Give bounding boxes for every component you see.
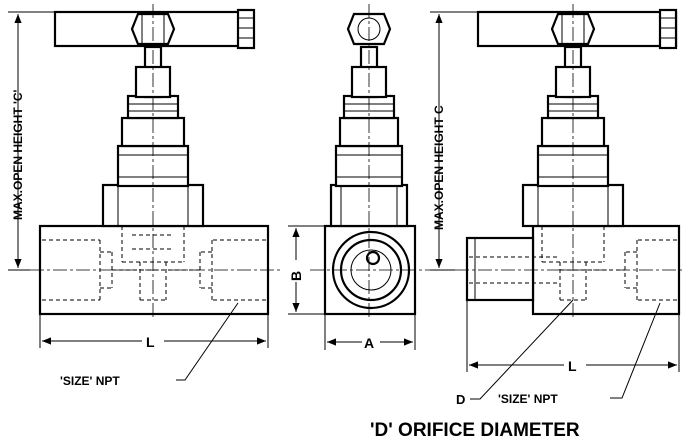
orifice-callout: D bbox=[456, 299, 574, 407]
side-view bbox=[310, 4, 430, 320]
front-view-female bbox=[30, 4, 280, 320]
dimension-length-right: L bbox=[466, 300, 680, 374]
size-npt-label-right: 'SIZE' NPT bbox=[498, 392, 558, 406]
dimension-length-left: L bbox=[39, 314, 269, 350]
length-label-right: L bbox=[568, 358, 577, 374]
dimension-body-height: B bbox=[288, 225, 325, 315]
dimension-open-height-left: MAX.OPEN HEIGHT 'C' bbox=[8, 11, 55, 271]
size-npt-label-left: 'SIZE' NPT bbox=[60, 374, 120, 388]
size-npt-callout-left: 'SIZE' NPT bbox=[60, 302, 239, 388]
length-label-left: L bbox=[146, 334, 155, 350]
body-width-label: A bbox=[364, 335, 374, 351]
orifice-diameter-title: 'D' ORIFICE DIAMETER bbox=[370, 420, 580, 441]
dimension-body-width: A bbox=[324, 314, 416, 351]
open-height-label-right: MAX.OPEN HEIGHT C bbox=[432, 105, 446, 230]
front-view-male-female bbox=[455, 4, 683, 320]
male-end bbox=[465, 236, 535, 302]
orifice-callout-label: D bbox=[456, 392, 465, 407]
dimension-open-height-right: MAX.OPEN HEIGHT C bbox=[430, 11, 478, 271]
open-height-label-left: MAX.OPEN HEIGHT 'C' bbox=[11, 89, 25, 220]
size-npt-callout-right: 'SIZE' NPT bbox=[498, 302, 661, 406]
body-height-label: B bbox=[288, 271, 304, 281]
